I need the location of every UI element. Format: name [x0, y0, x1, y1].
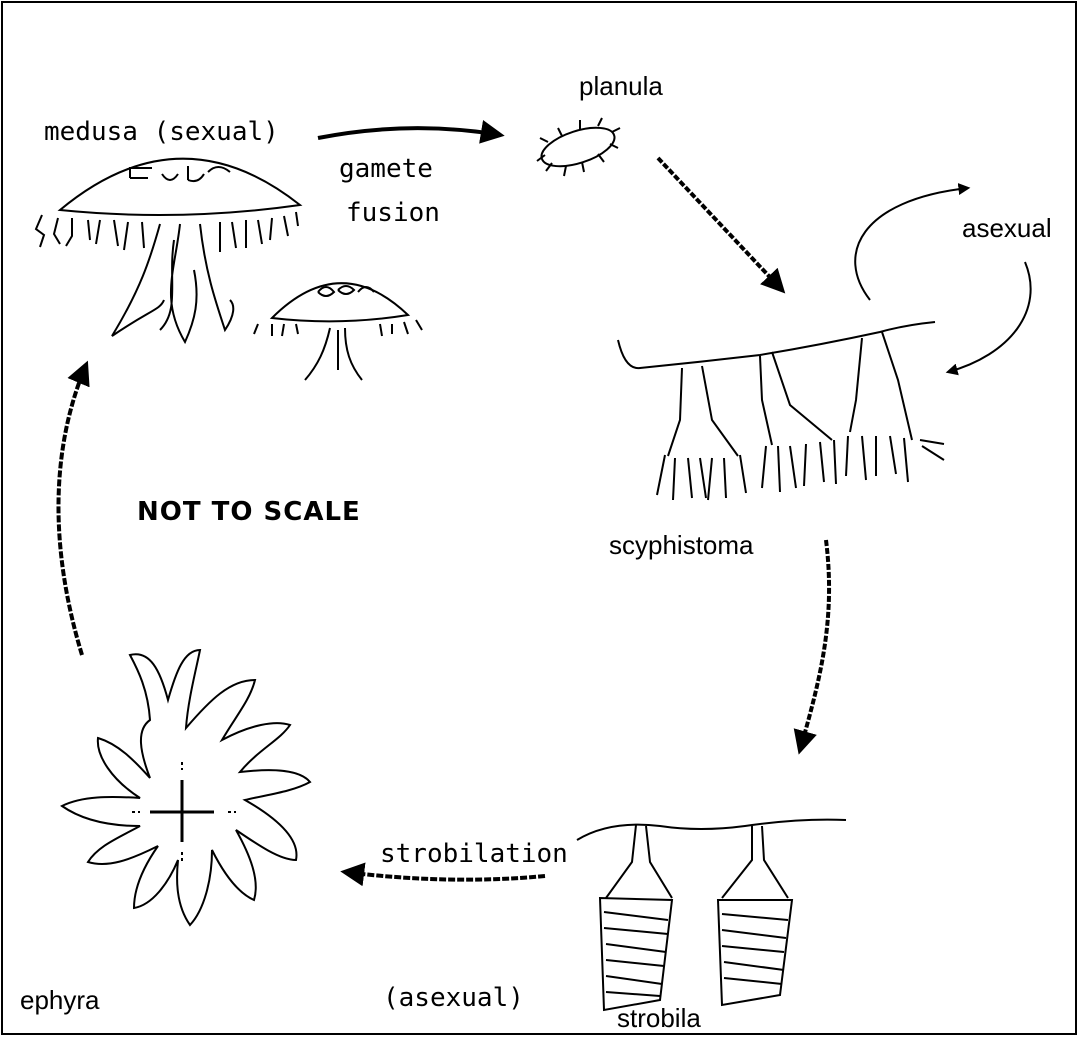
label-strobila: strobila: [617, 1005, 701, 1031]
planula-illustration: [537, 118, 620, 176]
arrow-ephyra-to-medusa: [58, 365, 86, 655]
label-asexual-top: asexual: [962, 215, 1052, 241]
arrow-asexual-loop-top: [855, 188, 968, 300]
label-strobilation: strobilation: [380, 841, 568, 867]
arrow-asexual-loop-bottom: [948, 262, 1031, 372]
arrow-planula-to-scyphistoma: [658, 158, 782, 290]
medusa-large-illustration: [36, 159, 300, 342]
label-fusion: fusion: [346, 200, 440, 226]
label-not-to-scale: NOT TO SCALE: [137, 499, 361, 525]
arrow-scyphistoma-to-strobila: [800, 540, 829, 750]
label-scyphistoma: scyphistoma: [609, 532, 754, 558]
medusa-small-illustration: [254, 283, 422, 380]
arrow-medusa-to-planula: [318, 128, 500, 138]
label-ephyra: ephyra: [20, 987, 100, 1013]
ephyra-illustration: [62, 650, 310, 925]
label-medusa: medusa (sexual): [44, 119, 279, 145]
arrow-strobila-to-ephyra: [345, 872, 545, 880]
label-gamete: gamete: [339, 156, 433, 182]
label-asexual-paren: (asexual): [383, 985, 524, 1011]
scyphistoma-illustration: [618, 322, 944, 500]
strobila-illustration: [577, 820, 846, 1010]
label-planula: planula: [579, 73, 663, 99]
